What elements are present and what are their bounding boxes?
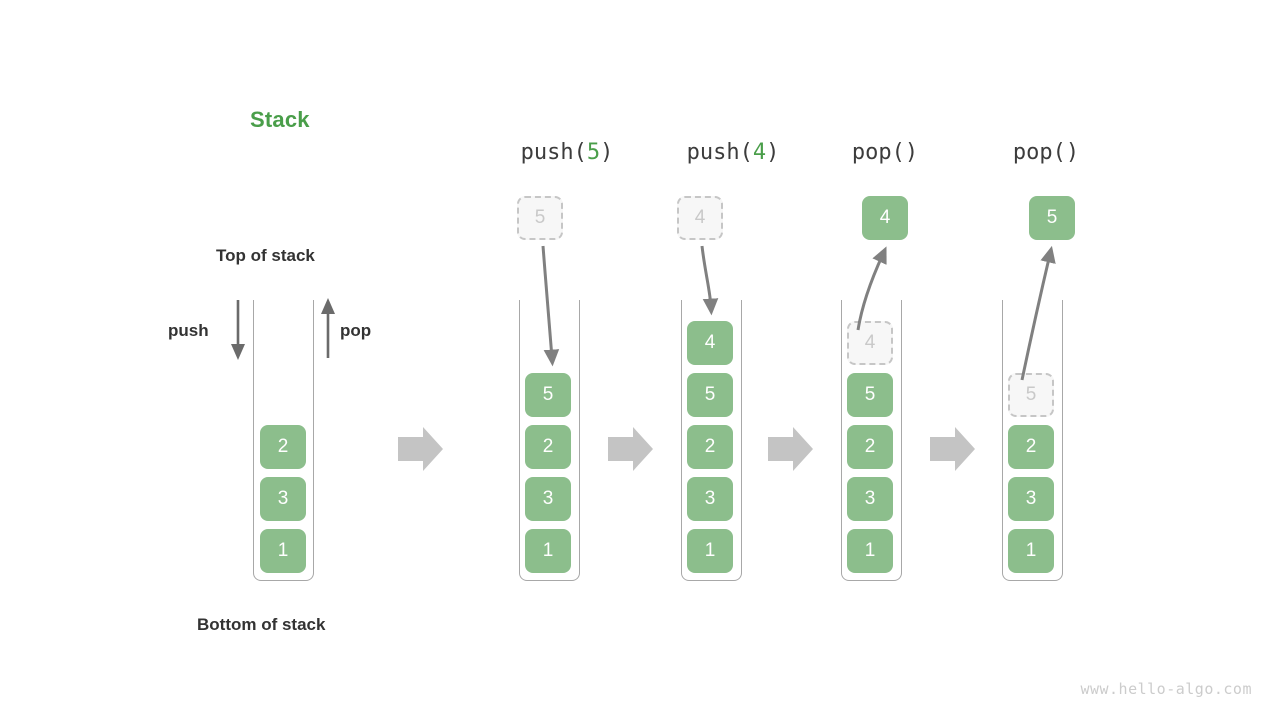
- op-header-suffix: ): [904, 140, 919, 165]
- stack-cell: 1: [1008, 529, 1054, 573]
- incoming-ghost-cell: 4: [677, 196, 723, 240]
- stack-cell: 5: [847, 373, 893, 417]
- stack-cell: 1: [847, 529, 893, 573]
- watermark: www.hello-algo.com: [1080, 680, 1252, 698]
- stack-container-pop-2: [1002, 300, 1063, 581]
- stack-cell: 5: [687, 373, 733, 417]
- op-header-prefix: pop(: [1012, 140, 1066, 165]
- transition-arrow-1: [398, 427, 443, 471]
- stack-cell: 1: [260, 529, 306, 573]
- stack-container-initial: [253, 300, 314, 581]
- op-header-suffix: ): [600, 140, 614, 165]
- outgoing-ghost-cell: 4: [847, 321, 893, 365]
- op-header-suffix: ): [1065, 140, 1080, 165]
- outgoing-ghost-cell: 5: [1008, 373, 1054, 417]
- push-label: push: [168, 321, 209, 340]
- op-header-arg: 5: [586, 140, 601, 165]
- stack-cell: 3: [847, 477, 893, 521]
- stack-cell: 1: [687, 529, 733, 573]
- bottom-of-stack-label: Bottom of stack: [197, 615, 326, 634]
- stack-container-pop-1: [841, 300, 902, 581]
- top-of-stack-label: Top of stack: [216, 246, 315, 265]
- push-4-flow-arrow: [700, 245, 719, 316]
- op-header-prefix: push(: [520, 140, 587, 165]
- stack-container-push-5: [519, 300, 580, 581]
- op-header-pop-1: pop(): [852, 140, 918, 165]
- op-header-arg: 4: [752, 140, 767, 165]
- pop-label: pop: [340, 321, 372, 340]
- transition-arrow-2: [608, 427, 653, 471]
- stack-cell: 2: [260, 425, 306, 469]
- stack-container-push-4: [681, 300, 742, 581]
- stack-cell: 2: [1008, 425, 1054, 469]
- op-header-prefix: push(: [686, 140, 753, 165]
- popped-cell: 5: [1029, 196, 1075, 240]
- popped-cell: 4: [862, 196, 908, 240]
- stack-cell: 3: [525, 477, 571, 521]
- page-title: Stack: [250, 107, 310, 132]
- stack-cell: 5: [525, 373, 571, 417]
- stack-cell: 3: [687, 477, 733, 521]
- op-header-push-5: push(5): [521, 140, 614, 165]
- stack-cell: 3: [260, 477, 306, 521]
- op-header-prefix: pop(: [851, 140, 905, 165]
- stack-cell: 2: [687, 425, 733, 469]
- stack-cell: 1: [525, 529, 571, 573]
- incoming-ghost-cell: 5: [517, 196, 563, 240]
- op-header-suffix: ): [766, 140, 780, 165]
- stack-cell: 4: [687, 321, 733, 365]
- stack-cell: 2: [525, 425, 571, 469]
- op-header-push-4: push(4): [687, 140, 780, 165]
- stack-cell: 2: [847, 425, 893, 469]
- op-header-pop-2: pop(): [1013, 140, 1079, 165]
- transition-arrow-3: [768, 427, 813, 471]
- transition-arrow-4: [930, 427, 975, 471]
- stack-cell: 3: [1008, 477, 1054, 521]
